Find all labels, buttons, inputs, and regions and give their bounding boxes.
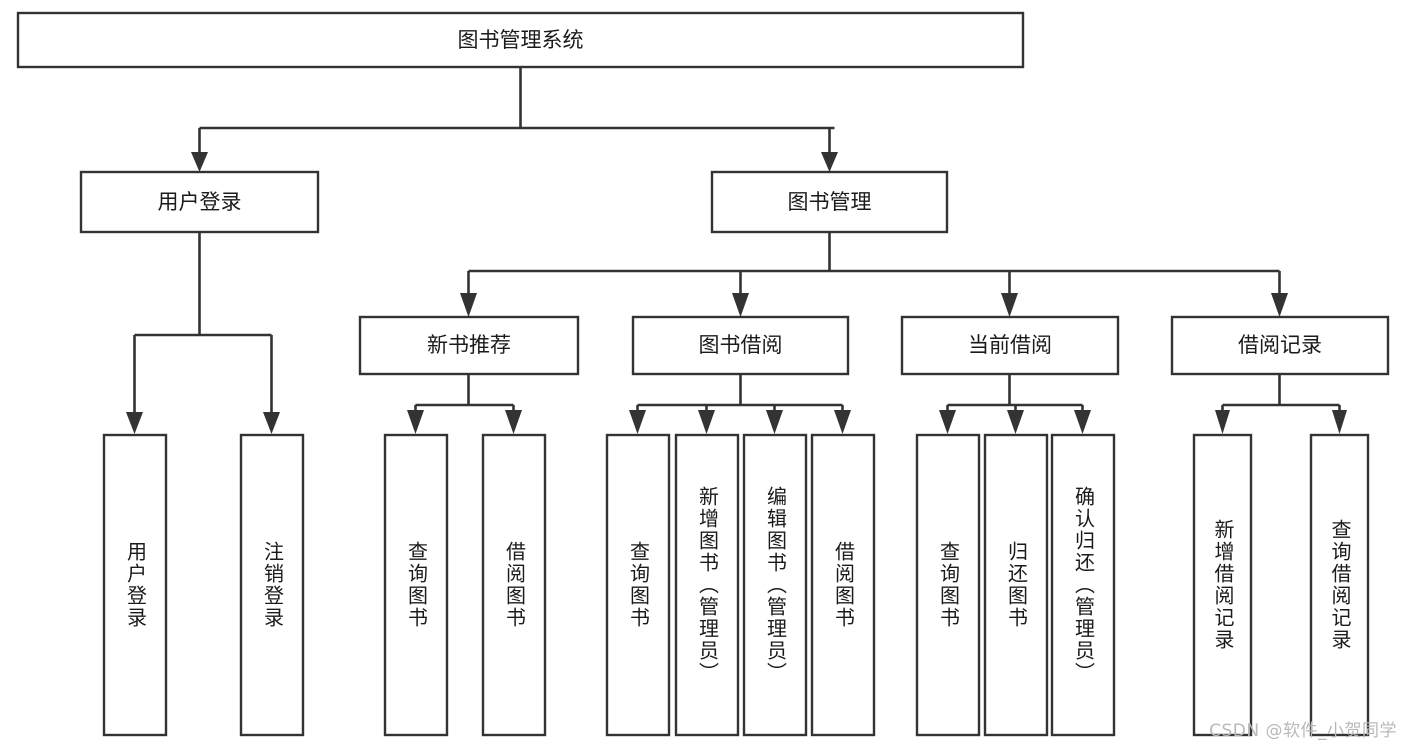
node-leaf-logout-login[interactable] [239,433,305,737]
arrow-user-login [191,152,208,172]
node-leaf-query-book-1[interactable] [383,433,449,737]
arrow-leaf-query-book-3 [939,410,956,434]
arrow-book-manage [821,152,838,172]
arrow-leaf-query-record [1332,410,1347,434]
node-leaf-add-book[interactable] [674,433,740,737]
node-leaf-return-book[interactable] [983,433,1049,737]
node-leaf-query-book-3[interactable] [915,433,981,737]
node-borrow-record-label: 借阅记录 [1238,333,1322,357]
node-leaf-confirm-return[interactable] [1050,433,1116,737]
arrow-new-book-recommend [460,293,477,317]
arrow-leaf-query-book-2 [629,410,646,434]
node-user-login-label: 用户登录 [158,190,242,214]
arrow-leaf-logout-login [263,412,280,434]
arrow-book-borrow [732,293,749,317]
node-current-borrow[interactable] [900,315,1120,376]
node-leaf-query-book-2[interactable] [605,433,671,737]
node-borrow-record[interactable] [1170,315,1390,376]
node-leaf-add-record[interactable] [1192,433,1253,737]
node-root[interactable] [16,11,1025,69]
arrow-leaf-add-record [1215,410,1230,434]
node-leaf-user-login[interactable] [102,433,168,737]
arrow-leaf-borrow-book-1 [505,410,522,434]
arrow-leaf-edit-book [766,410,783,434]
arrow-current-borrow [1001,293,1018,317]
arrow-leaf-query-book-1 [407,410,424,434]
node-book-manage[interactable] [710,170,949,234]
node-leaf-edit-book[interactable] [742,433,808,737]
node-current-borrow-label: 当前借阅 [968,333,1052,357]
node-user-login[interactable] [79,170,320,234]
node-leaf-borrow-book-2[interactable] [810,433,876,737]
nodes-layer: 图书管理系统 用户登录 图书管理 新书推荐 图书借阅 当前借阅 借阅记录 [16,11,1390,737]
edges-layer [126,67,1347,434]
arrow-leaf-add-book [698,410,715,434]
node-new-book-recommend-label: 新书推荐 [427,333,511,357]
node-leaf-borrow-book-1[interactable] [481,433,547,737]
node-book-borrow[interactable] [631,315,850,376]
node-new-book-recommend[interactable] [358,315,580,376]
arrow-leaf-confirm-return [1074,410,1091,434]
node-book-manage-label: 图书管理 [788,190,872,214]
node-book-borrow-label: 图书借阅 [699,333,783,357]
arrow-leaf-user-login [126,412,143,434]
arrow-borrow-record [1271,293,1288,317]
node-root-label: 图书管理系统 [458,28,584,52]
csdn-watermark: CSDN @软件_小贺同学 [1209,721,1397,741]
arrow-leaf-borrow-book-2 [834,410,851,434]
node-leaf-query-record[interactable] [1309,433,1370,737]
arrow-leaf-return-book [1007,410,1024,434]
